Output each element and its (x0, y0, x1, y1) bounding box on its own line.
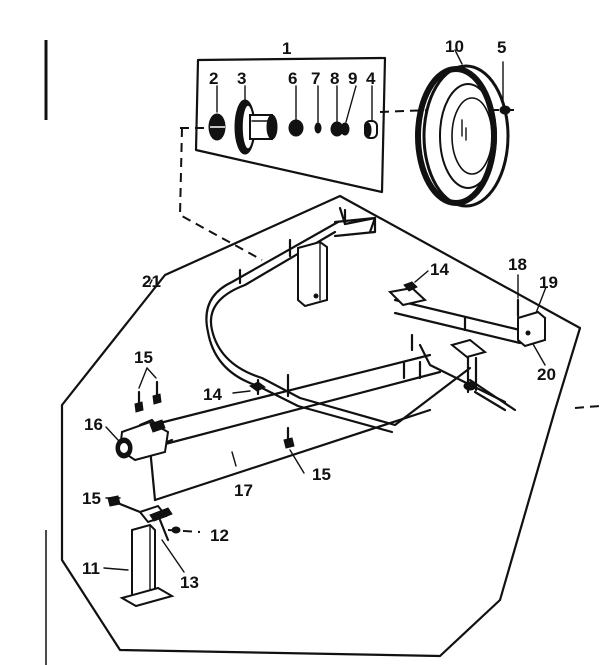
label-10: 10 (445, 37, 464, 56)
part-16-coupler (115, 367, 170, 462)
label-19: 19 (539, 273, 558, 292)
label-12: 12 (210, 526, 229, 545)
label-6: 6 (288, 69, 297, 88)
label-3: 3 (237, 69, 246, 88)
label-5: 5 (497, 38, 506, 57)
part-14-nut-lower (249, 381, 266, 392)
rear-post (297, 240, 328, 308)
part-7-washer (314, 122, 322, 134)
label-14-lower: 14 (203, 385, 222, 404)
part-9-nut (340, 122, 350, 136)
label-16: 16 (84, 415, 103, 434)
label-11: 11 (82, 559, 100, 578)
part-6-seal (288, 119, 304, 137)
hub-assembly-box (180, 56, 431, 194)
label-13: 13 (180, 573, 199, 592)
label-15-right: 15 (312, 465, 331, 484)
label-18: 18 (508, 255, 527, 274)
label-15-left: 15 (82, 489, 101, 508)
label-8: 8 (330, 69, 339, 88)
part-2-cap (208, 113, 226, 141)
part-4-sleeve (364, 120, 378, 139)
label-4: 4 (366, 69, 376, 88)
part-3-hub (234, 99, 278, 155)
part-11-jack-stand (107, 495, 201, 608)
label-7: 7 (311, 69, 320, 88)
frame-assembly (205, 206, 547, 434)
label-14-upper: 14 (430, 260, 449, 279)
label-2: 2 (209, 69, 218, 88)
label-17: 17 (234, 481, 253, 500)
part-5-bolt (490, 61, 520, 115)
part-10-wheel (415, 49, 510, 208)
part-19-20-bracket (516, 298, 546, 348)
part-17-tongue (138, 353, 442, 502)
part-14-nut-upper (403, 281, 418, 292)
label-9: 9 (348, 69, 357, 88)
frame-outline (60, 194, 582, 658)
label-20: 20 (537, 365, 556, 384)
label-1: 1 (282, 39, 291, 58)
label-15-top: 15 (134, 348, 153, 367)
label-21: 21 (142, 272, 161, 291)
margin-tick (574, 405, 601, 409)
